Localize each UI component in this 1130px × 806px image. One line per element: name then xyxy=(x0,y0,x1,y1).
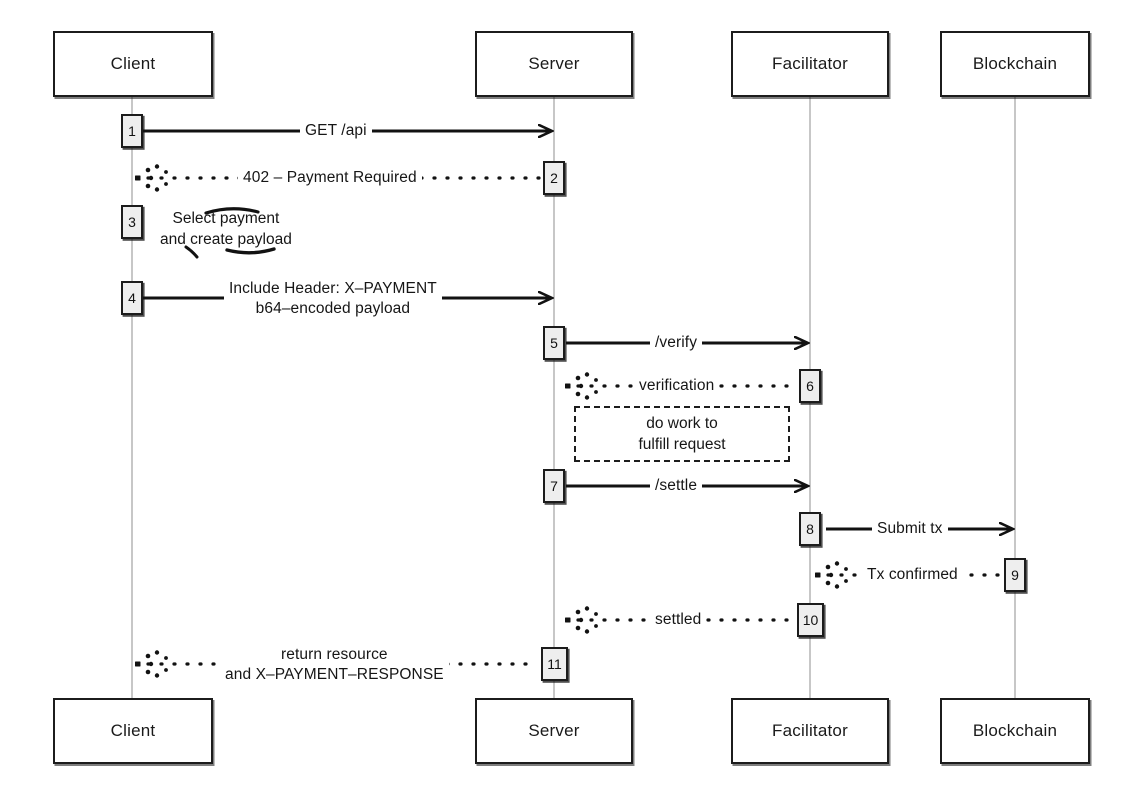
step-badge-2: 2 xyxy=(543,161,565,195)
message-label-step-1: GET /api xyxy=(300,121,372,141)
actor-box-client-bottom: Client xyxy=(53,698,213,764)
actor-box-blockchain-top: Blockchain xyxy=(940,31,1090,97)
step-badge-9-label: 9 xyxy=(1011,567,1019,583)
actor-box-server-bottom: Server xyxy=(475,698,633,764)
step-badge-10-label: 10 xyxy=(802,612,819,628)
step-badge-9: 9 xyxy=(1004,558,1026,592)
message-label-step-2: 402 – Payment Required xyxy=(238,168,422,188)
actor-label-facilitator-top: Facilitator xyxy=(772,54,848,73)
step-badge-3-label: 3 xyxy=(128,214,136,230)
step-badge-8: 8 xyxy=(799,512,821,546)
message-label-step-11: return resource and X–PAYMENT–RESPONSE xyxy=(220,645,449,685)
message-text-step-6: verification xyxy=(639,377,715,394)
message-text-step-5: /verify xyxy=(655,334,698,351)
actor-box-client-top: Client xyxy=(53,31,213,97)
message-text-step-1: GET /api xyxy=(305,122,367,139)
note-step-3-line-2: and create payload xyxy=(160,231,292,248)
message-text-step-8: Submit tx xyxy=(877,520,943,537)
message-text-step-11-line-2: and X–PAYMENT–RESPONSE xyxy=(225,666,444,683)
message-label-step-4: Include Header: X–PAYMENT b64–encoded pa… xyxy=(224,279,442,319)
actor-label-blockchain-top: Blockchain xyxy=(972,54,1058,73)
actor-label-client-bottom: Client xyxy=(110,721,156,740)
step-badge-4: 4 xyxy=(121,281,143,315)
step-badge-6-label: 6 xyxy=(806,378,814,394)
note-step-3-line-1: Select payment xyxy=(172,210,280,227)
message-text-step-9: Tx confirmed xyxy=(867,566,958,583)
actor-label-facilitator-bottom: Facilitator xyxy=(772,721,848,740)
actor-label-server-top: Server xyxy=(528,54,580,73)
step-badge-8-label: 8 xyxy=(806,521,814,537)
step-badge-6: 6 xyxy=(799,369,821,403)
message-label-step-7: /settle xyxy=(650,476,703,496)
message-label-step-6: verification xyxy=(634,376,720,396)
solid-message-arrows xyxy=(143,131,1012,529)
message-text-step-4-line-1: Include Header: X–PAYMENT xyxy=(229,280,437,297)
message-text-step-2: 402 – Payment Required xyxy=(243,169,417,186)
actor-label-client-top: Client xyxy=(110,54,156,73)
dotted-arrowheads xyxy=(135,164,848,678)
step-badge-11: 11 xyxy=(541,647,568,681)
actor-box-facilitator-bottom: Facilitator xyxy=(731,698,889,764)
step-badge-7-label: 7 xyxy=(550,478,558,494)
step-badge-5: 5 xyxy=(543,326,565,360)
step-badge-2-label: 2 xyxy=(550,170,558,186)
message-label-step-5: /verify xyxy=(650,333,703,353)
actor-label-server-bottom: Server xyxy=(528,721,580,740)
message-text-step-4-line-2: b64–encoded payload xyxy=(255,300,411,317)
message-label-step-9: Tx confirmed xyxy=(862,565,963,585)
actor-box-server-top: Server xyxy=(475,31,633,97)
step-badge-1: 1 xyxy=(121,114,143,148)
actor-box-blockchain-bottom: Blockchain xyxy=(940,698,1090,764)
message-label-step-8: Submit tx xyxy=(872,519,948,539)
message-label-step-10: settled xyxy=(650,610,707,630)
actor-label-blockchain-bottom: Blockchain xyxy=(972,721,1058,740)
actor-box-facilitator-top: Facilitator xyxy=(731,31,889,97)
message-text-step-11-line-1: return resource xyxy=(281,646,388,663)
step-badge-5-label: 5 xyxy=(550,335,558,351)
work-note-line-2: fulfill request xyxy=(638,436,726,453)
work-note-line-1: do work to xyxy=(646,415,718,432)
note-label-step-3: Select payment and create payload xyxy=(160,208,292,250)
work-note-box: do work to fulfill request xyxy=(574,406,790,462)
step-badge-10: 10 xyxy=(797,603,824,637)
note-underline-swooshes xyxy=(184,207,276,259)
step-badge-4-label: 4 xyxy=(128,290,136,306)
step-badge-3: 3 xyxy=(121,205,143,239)
message-text-step-7: /settle xyxy=(655,477,698,494)
step-badge-1-label: 1 xyxy=(128,123,136,139)
step-badge-7: 7 xyxy=(543,469,565,503)
step-badge-11-label: 11 xyxy=(547,656,562,672)
message-text-step-10: settled xyxy=(655,611,702,628)
